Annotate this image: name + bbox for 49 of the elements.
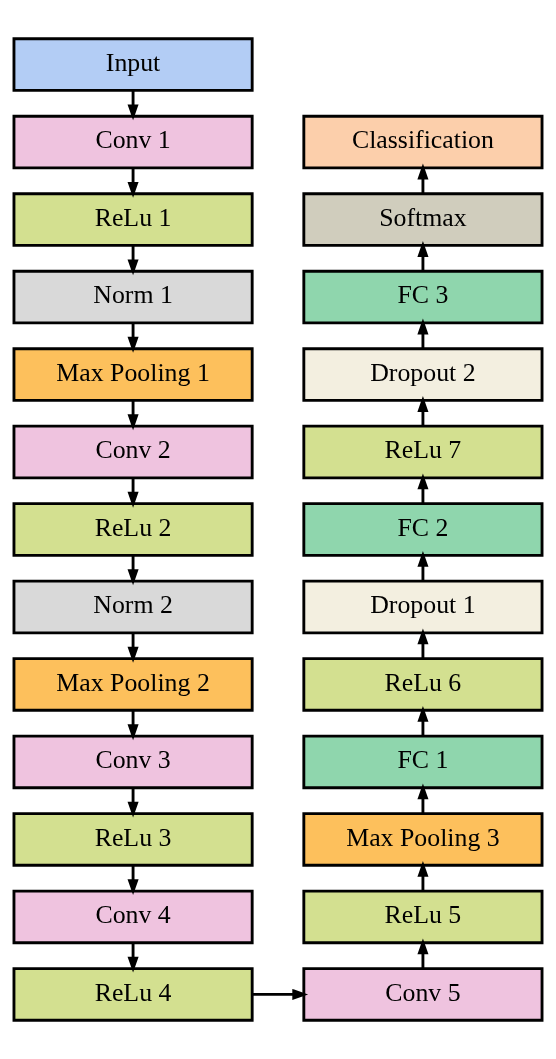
node-box: Conv 2 bbox=[12, 424, 254, 480]
arrow bbox=[417, 706, 429, 736]
arrow bbox=[417, 163, 429, 194]
arrow bbox=[417, 938, 429, 969]
arrow bbox=[417, 861, 429, 891]
node-box: FC 1 bbox=[302, 734, 544, 790]
node-box: Softmax bbox=[302, 192, 544, 247]
node-box: ReLu 4 bbox=[12, 967, 254, 1022]
arrow bbox=[127, 632, 139, 663]
node-box: Dropout 1 bbox=[302, 579, 544, 635]
node-box: ReLu 2 bbox=[12, 502, 254, 557]
node-box: Dropout 2 bbox=[302, 347, 544, 402]
arrow bbox=[417, 473, 429, 504]
arrow bbox=[127, 477, 139, 508]
arrow bbox=[127, 322, 139, 353]
arrow bbox=[127, 400, 139, 431]
node-box: ReLu 6 bbox=[302, 657, 544, 712]
node-box: Conv 4 bbox=[12, 889, 254, 945]
node-box: Classification bbox=[302, 114, 544, 170]
arrow bbox=[417, 396, 429, 426]
node-box: Max Pooling 2 bbox=[12, 657, 254, 712]
arrow bbox=[127, 865, 139, 896]
node-box: Norm 1 bbox=[12, 269, 254, 325]
node-box: FC 2 bbox=[302, 502, 544, 557]
arrow bbox=[252, 988, 309, 1000]
node-box: Max Pooling 1 bbox=[12, 347, 254, 402]
arrow bbox=[417, 551, 429, 581]
arrow bbox=[417, 628, 429, 659]
node-box: Norm 2 bbox=[12, 579, 254, 635]
node-box: Input bbox=[12, 37, 254, 92]
arrow bbox=[417, 783, 429, 814]
arrow bbox=[127, 787, 139, 818]
node-box: ReLu 7 bbox=[302, 424, 544, 480]
arrow bbox=[417, 241, 429, 271]
arrow bbox=[127, 90, 139, 121]
arrow bbox=[417, 318, 429, 349]
node-box: ReLu 3 bbox=[12, 812, 254, 867]
arrow bbox=[127, 245, 139, 276]
arrow bbox=[127, 555, 139, 586]
node-box: Conv 5 bbox=[302, 967, 544, 1022]
node-box: FC 3 bbox=[302, 269, 544, 325]
node-box: Conv 3 bbox=[12, 734, 254, 790]
arrow bbox=[127, 710, 139, 741]
arrow bbox=[127, 942, 139, 973]
node-box: ReLu 1 bbox=[12, 192, 254, 247]
node-box: ReLu 5 bbox=[302, 889, 544, 945]
node-box: Conv 1 bbox=[12, 114, 254, 170]
arrow bbox=[127, 167, 139, 198]
node-box: Max Pooling 3 bbox=[302, 812, 544, 867]
